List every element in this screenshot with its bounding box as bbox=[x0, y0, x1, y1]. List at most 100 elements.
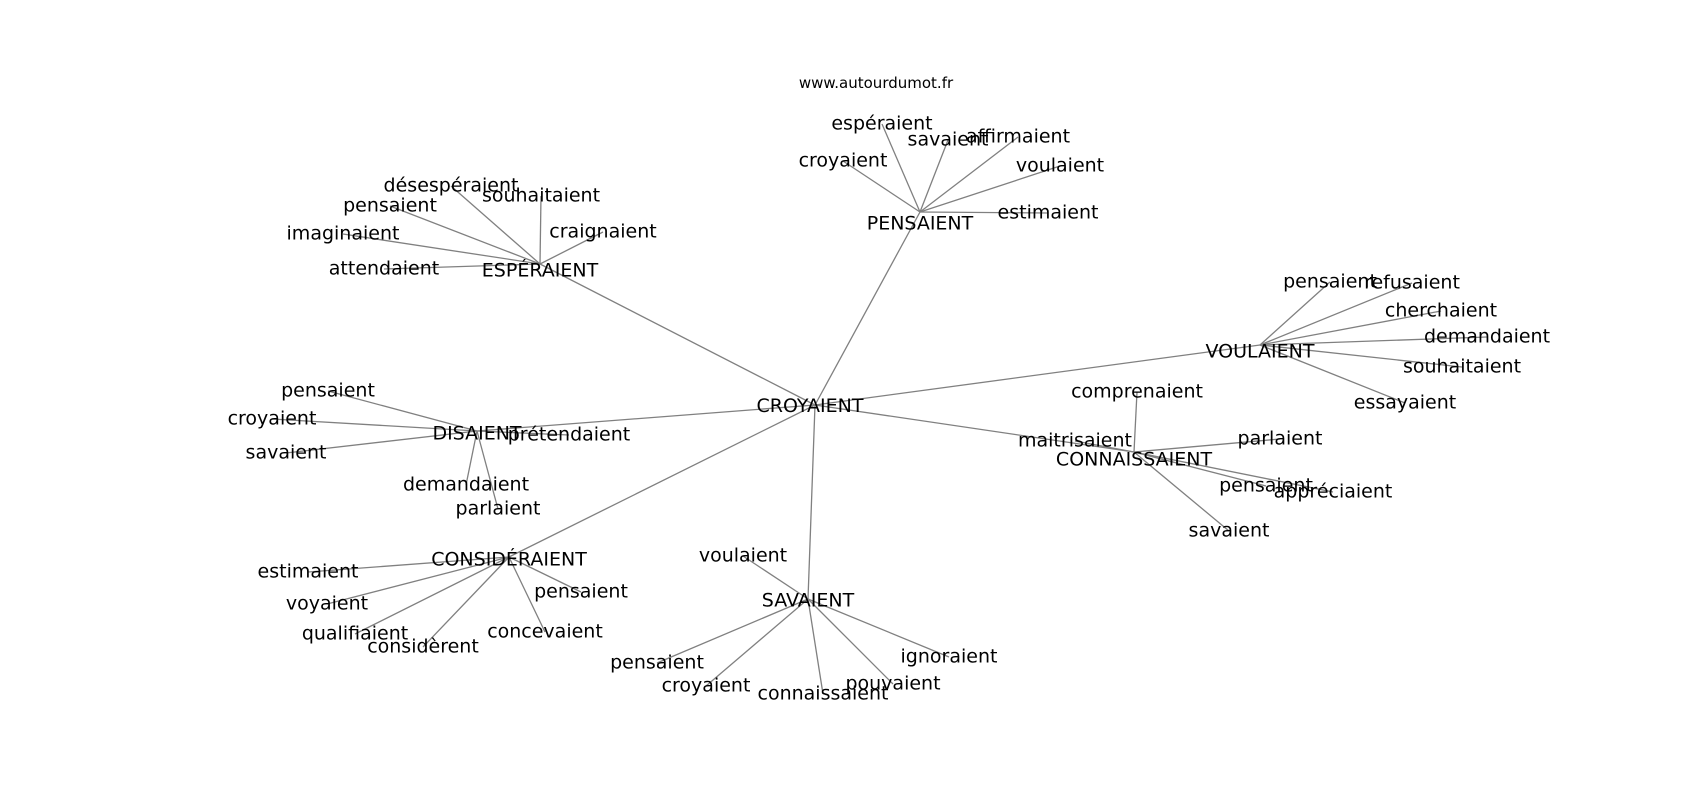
edge-esperaient-5 bbox=[383, 263, 541, 270]
edge-disaient-0 bbox=[327, 390, 478, 432]
leaf-word[interactable]: cherchaient bbox=[1385, 300, 1497, 322]
leaf-word[interactable]: demandaient bbox=[1424, 326, 1550, 348]
edge-consideraient-3 bbox=[422, 556, 510, 648]
leaf-word[interactable]: croyaient bbox=[799, 150, 888, 172]
edge-voulaient-3 bbox=[1259, 336, 1488, 346]
leaf-word[interactable]: croyaient bbox=[662, 675, 751, 697]
leaf-word[interactable]: souhaitaient bbox=[1403, 356, 1521, 378]
leaf-word[interactable]: imaginaient bbox=[287, 223, 400, 245]
leaf-word[interactable]: affirmaient bbox=[966, 126, 1070, 148]
edge-connaissaient-2 bbox=[1133, 438, 1281, 453]
edge-voulaient-4 bbox=[1259, 344, 1463, 368]
leaf-word[interactable]: voyaient bbox=[286, 593, 368, 615]
edge-consideraient-4 bbox=[508, 556, 582, 593]
leaf-word[interactable]: qualifiaient bbox=[302, 623, 408, 645]
leaf-word[interactable]: savaient bbox=[908, 129, 989, 151]
edge-connaissaient-4 bbox=[1133, 451, 1334, 493]
edge-savaient-0 bbox=[742, 555, 809, 600]
hub-word-voulaient[interactable]: VOULAIENT bbox=[1206, 341, 1315, 363]
leaf-word[interactable]: estimaient bbox=[998, 202, 1099, 224]
site-watermark: www.autourdumot.fr bbox=[799, 74, 954, 92]
leaf-word[interactable]: voulaient bbox=[1016, 155, 1104, 177]
leaf-word[interactable]: pensaient bbox=[1283, 271, 1377, 293]
leaf-word[interactable]: connaissaient bbox=[758, 683, 889, 705]
edge-pensaient-5 bbox=[919, 211, 1049, 214]
edge-voulaient-5 bbox=[1259, 344, 1406, 404]
edge-consideraient-1 bbox=[326, 556, 510, 605]
leaf-word[interactable]: souhaitaient bbox=[482, 185, 600, 207]
edge-disaient-5 bbox=[476, 430, 499, 510]
leaf-word[interactable]: espéraient bbox=[831, 113, 932, 135]
leaf-word[interactable]: parlaient bbox=[1238, 428, 1323, 450]
edge-disaient-1 bbox=[271, 418, 478, 432]
edge-savaient-4 bbox=[807, 598, 894, 685]
leaf-word[interactable]: prétendaient bbox=[508, 424, 631, 446]
leaf-word[interactable]: pensaient bbox=[281, 380, 375, 402]
center-word[interactable]: CROYAIENT bbox=[757, 395, 864, 417]
hub-word-consideraient[interactable]: CONSIDÉRAIENT bbox=[431, 548, 587, 571]
edge-disaient-2 bbox=[285, 430, 478, 454]
edge-pensaient-3 bbox=[842, 160, 921, 213]
hub-word-connaissaient[interactable]: CONNAISSAIENT bbox=[1056, 449, 1213, 471]
edge-savaient-5 bbox=[807, 598, 950, 658]
leaf-word[interactable]: concevaient bbox=[487, 621, 603, 643]
leaf-word[interactable]: pouvaient bbox=[845, 673, 940, 695]
leaf-word[interactable]: savaient bbox=[1189, 520, 1270, 542]
edge-savaient-2 bbox=[705, 598, 809, 687]
leaf-word[interactable]: refusaient bbox=[1364, 272, 1460, 294]
edge-connaissaient-5 bbox=[1133, 451, 1230, 532]
edge-esperaient-3 bbox=[342, 233, 541, 265]
leaf-word[interactable]: parlaient bbox=[456, 498, 541, 520]
edge-savaient-1 bbox=[656, 598, 809, 664]
edge-consideraient-5 bbox=[508, 556, 546, 633]
leaf-word[interactable]: pensaient bbox=[343, 195, 437, 217]
edge-esperaient-4 bbox=[539, 231, 604, 265]
leaf-word[interactable]: attendaient bbox=[329, 258, 439, 280]
edge-disaient-3 bbox=[476, 430, 570, 436]
leaf-word[interactable]: pensaient bbox=[610, 652, 704, 674]
hub-word-esperaient[interactable]: ESPÉRAIENT bbox=[482, 259, 599, 282]
leaf-word[interactable]: craignaient bbox=[549, 221, 656, 243]
leaf-word[interactable]: pensaient bbox=[534, 581, 628, 603]
edge-pensaient-2 bbox=[919, 136, 1019, 213]
leaf-word[interactable]: croyaient bbox=[228, 408, 317, 430]
edge-connaissaient-3 bbox=[1133, 451, 1267, 487]
edge-pensaient-4 bbox=[919, 165, 1061, 213]
hub-word-savaient[interactable]: SAVAIENT bbox=[762, 590, 855, 612]
leaf-word[interactable]: appréciaient bbox=[1274, 481, 1393, 503]
hub-word-pensaient[interactable]: PENSAIENT bbox=[867, 213, 974, 235]
edge-voulaient-2 bbox=[1259, 310, 1442, 346]
leaf-word[interactable]: estimaient bbox=[258, 561, 359, 583]
edge-esperaient-1 bbox=[539, 195, 542, 265]
edge-savaient-3 bbox=[807, 598, 824, 695]
leaf-word[interactable]: maitrisaient bbox=[1018, 430, 1132, 452]
edge-consideraient-2 bbox=[354, 556, 510, 635]
leaf-word[interactable]: comprenaient bbox=[1071, 381, 1203, 403]
graph-labels: www.autourdumot.fr CROYAIENT PENSAIENT es… bbox=[228, 74, 1550, 705]
leaf-word[interactable]: demandaient bbox=[403, 474, 529, 496]
leaf-word[interactable]: considèrent bbox=[367, 636, 479, 658]
edge-center-savaient bbox=[807, 404, 816, 600]
edge-pensaient-0 bbox=[881, 123, 921, 213]
edge-center-pensaient bbox=[814, 211, 921, 406]
edge-consideraient-0 bbox=[307, 556, 510, 573]
hub-word-disaient[interactable]: DISAIENT bbox=[432, 423, 521, 445]
edge-center-disaient bbox=[476, 404, 816, 432]
edge-center-connaissaient bbox=[814, 404, 1135, 453]
leaf-word[interactable]: voulaient bbox=[699, 545, 787, 567]
edge-center-esperaient bbox=[539, 263, 816, 406]
edge-esperaient-2 bbox=[389, 205, 541, 265]
edge-center-voulaient bbox=[814, 344, 1261, 406]
edge-connaissaient-1 bbox=[1074, 440, 1135, 453]
graph-edges bbox=[271, 123, 1488, 695]
edge-center-consideraient bbox=[508, 404, 816, 558]
edge-voulaient-1 bbox=[1259, 282, 1413, 346]
leaf-word[interactable]: essayaient bbox=[1354, 392, 1456, 414]
leaf-word[interactable]: ignoraient bbox=[901, 646, 998, 668]
edge-disaient-4 bbox=[465, 430, 478, 486]
leaf-word[interactable]: pensaient bbox=[1219, 475, 1313, 497]
edge-pensaient-1 bbox=[919, 139, 949, 213]
leaf-word[interactable]: désespéraient bbox=[384, 175, 519, 197]
leaf-word[interactable]: savaient bbox=[246, 442, 327, 464]
